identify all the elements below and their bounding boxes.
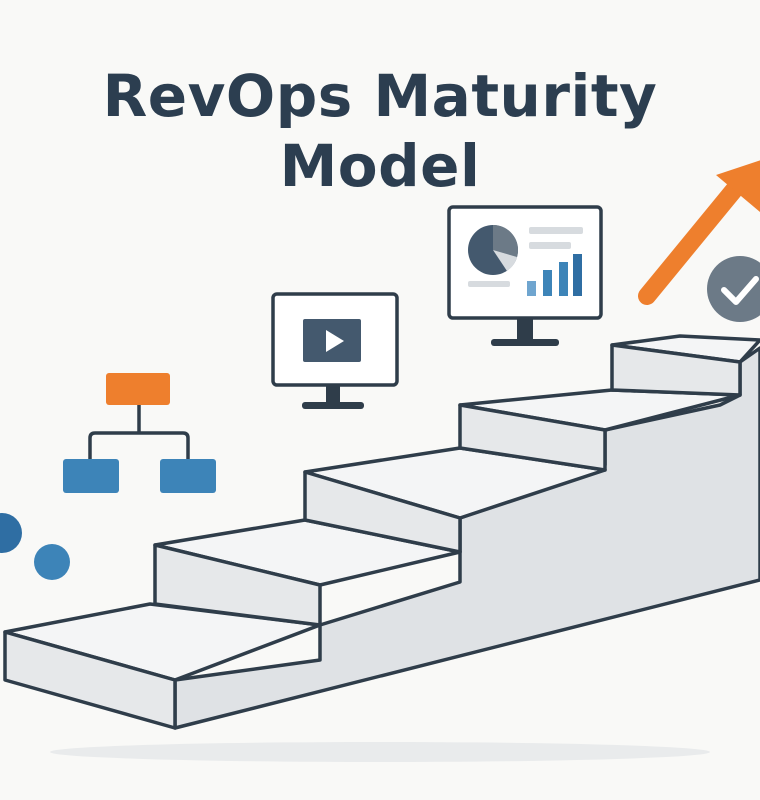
floor-shadow: [50, 742, 710, 762]
step-4-front: [458, 403, 607, 472]
step-5-front: [610, 343, 742, 397]
step-2-front: [153, 543, 322, 627]
staircase: [3, 334, 760, 730]
step-1-front: [3, 630, 177, 730]
check-circle-icon: [707, 256, 760, 322]
dots-icon: [0, 513, 70, 580]
growth-arrow-icon: [638, 160, 760, 305]
org-chart-icon: [63, 373, 216, 493]
video-monitor-icon: [271, 292, 399, 409]
step-3-front: [303, 470, 462, 554]
page-title: RevOps Maturity Model: [102, 62, 658, 200]
dashboard-monitor-icon: [447, 205, 603, 346]
